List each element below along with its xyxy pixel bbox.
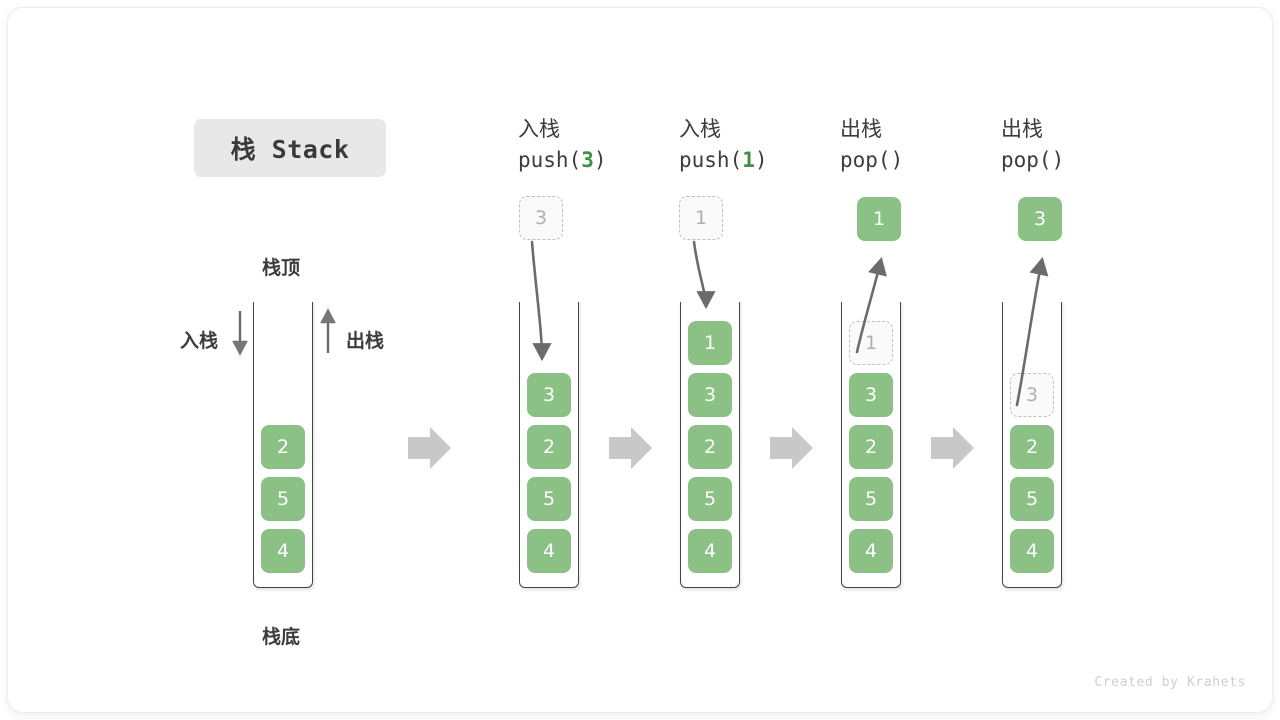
stack-element: 2 — [1010, 425, 1054, 469]
stack-element: 4 — [261, 529, 305, 573]
stack-element: 2 — [688, 425, 732, 469]
code-arg: 3 — [581, 148, 594, 172]
column-header-code: pop() — [1001, 144, 1171, 176]
vacated-slot-ghost: 3 — [1010, 373, 1054, 417]
code-prefix: pop( — [1001, 148, 1052, 172]
stack-element-value: 5 — [1025, 487, 1039, 510]
column-header-title: 入栈 — [518, 117, 560, 141]
step-separator-arrow — [408, 427, 451, 469]
column-header-title: 入栈 — [679, 117, 721, 141]
stack-tube-initial — [253, 302, 313, 588]
stack-element: 2 — [261, 425, 305, 469]
stack-element-value: 2 — [542, 435, 556, 458]
column-header-pop-2: 出栈 pop() — [1001, 114, 1171, 176]
footer-credit: Created by Krahets — [1094, 675, 1246, 690]
title-badge: 栈 Stack — [194, 119, 386, 177]
column-header-title: 出栈 — [840, 117, 882, 141]
stack-element: 5 — [849, 477, 893, 521]
column-header-code: push(3) — [518, 144, 688, 176]
vacated-slot-value: 1 — [864, 331, 878, 354]
stack-element-value: 2 — [864, 435, 878, 458]
vacated-slot-ghost: 1 — [849, 321, 893, 365]
code-suffix: ) — [754, 148, 768, 172]
code-prefix: push( — [679, 148, 743, 172]
stack-element-value: 2 — [1025, 435, 1039, 458]
stack-element-value: 5 — [542, 487, 556, 510]
incoming-element-ghost: 1 — [679, 196, 723, 240]
title-badge-label: 栈 Stack — [230, 135, 350, 164]
diagram-card: 栈 Stack 栈顶 栈底 入栈 出栈 入栈 push(3) 入栈 push(1… — [8, 8, 1272, 712]
code-suffix: ) — [1051, 148, 1065, 172]
stack-element-value: 2 — [276, 435, 290, 458]
stack-element: 1 — [688, 321, 732, 365]
column-header-push-1: 入栈 push(1) — [679, 114, 849, 176]
step-separator-arrow — [931, 427, 974, 469]
stack-element-value: 5 — [864, 487, 878, 510]
column-header-code: pop() — [840, 144, 1010, 176]
incoming-element-ghost: 3 — [519, 196, 563, 240]
stack-element: 5 — [261, 477, 305, 521]
stack-element: 2 — [849, 425, 893, 469]
stack-element: 4 — [1010, 529, 1054, 573]
push-motion-arrow-1 — [692, 240, 716, 310]
stack-top-label: 栈顶 — [262, 257, 301, 279]
stack-element-value: 4 — [542, 539, 556, 562]
stack-element-value: 4 — [1025, 539, 1039, 562]
stack-element: 2 — [527, 425, 571, 469]
popped-element-value: 1 — [872, 207, 886, 230]
stack-element-value: 4 — [703, 539, 717, 562]
pop-direction-label: 出栈 — [346, 330, 385, 352]
column-header-push-3: 入栈 push(3) — [518, 114, 688, 176]
stack-element-value: 3 — [864, 383, 878, 406]
stack-element: 3 — [527, 373, 571, 417]
push-direction-label: 入栈 — [180, 330, 219, 352]
stack-element-value: 4 — [276, 539, 290, 562]
stack-tube-pop-1 — [841, 302, 901, 588]
stack-element: 3 — [849, 373, 893, 417]
stack-element: 4 — [688, 529, 732, 573]
popped-element: 1 — [857, 197, 901, 241]
step-separator-arrow — [770, 427, 813, 469]
stack-element-value: 3 — [542, 383, 556, 406]
code-prefix: push( — [518, 148, 582, 172]
incoming-element-value: 1 — [694, 206, 708, 229]
stack-element-value: 4 — [864, 539, 878, 562]
stack-bottom-label: 栈底 — [262, 626, 301, 648]
stack-tube-push-3 — [519, 302, 579, 588]
stack-tube-push-1 — [680, 302, 740, 588]
stack-element-value: 1 — [703, 331, 717, 354]
vacated-slot-value: 3 — [1025, 383, 1039, 406]
stack-element: 5 — [527, 477, 571, 521]
code-arg: 1 — [742, 148, 755, 172]
code-suffix: ) — [890, 148, 904, 172]
code-suffix: ) — [593, 148, 607, 172]
column-header-title: 出栈 — [1001, 117, 1043, 141]
stack-element: 3 — [688, 373, 732, 417]
step-separator-arrow — [609, 427, 652, 469]
popped-element-value: 3 — [1033, 207, 1047, 230]
stack-tube-pop-2 — [1002, 302, 1062, 588]
column-header-pop-1: 出栈 pop() — [840, 114, 1010, 176]
stack-element: 4 — [527, 529, 571, 573]
stack-element-value: 2 — [703, 435, 717, 458]
stack-element: 4 — [849, 529, 893, 573]
stack-element: 5 — [1010, 477, 1054, 521]
stack-element: 5 — [688, 477, 732, 521]
popped-element: 3 — [1018, 197, 1062, 241]
stack-element-value: 3 — [703, 383, 717, 406]
stack-element-value: 5 — [276, 487, 290, 510]
incoming-element-value: 3 — [534, 206, 548, 229]
code-prefix: pop( — [840, 148, 891, 172]
stack-element-value: 5 — [703, 487, 717, 510]
column-header-code: push(1) — [679, 144, 849, 176]
